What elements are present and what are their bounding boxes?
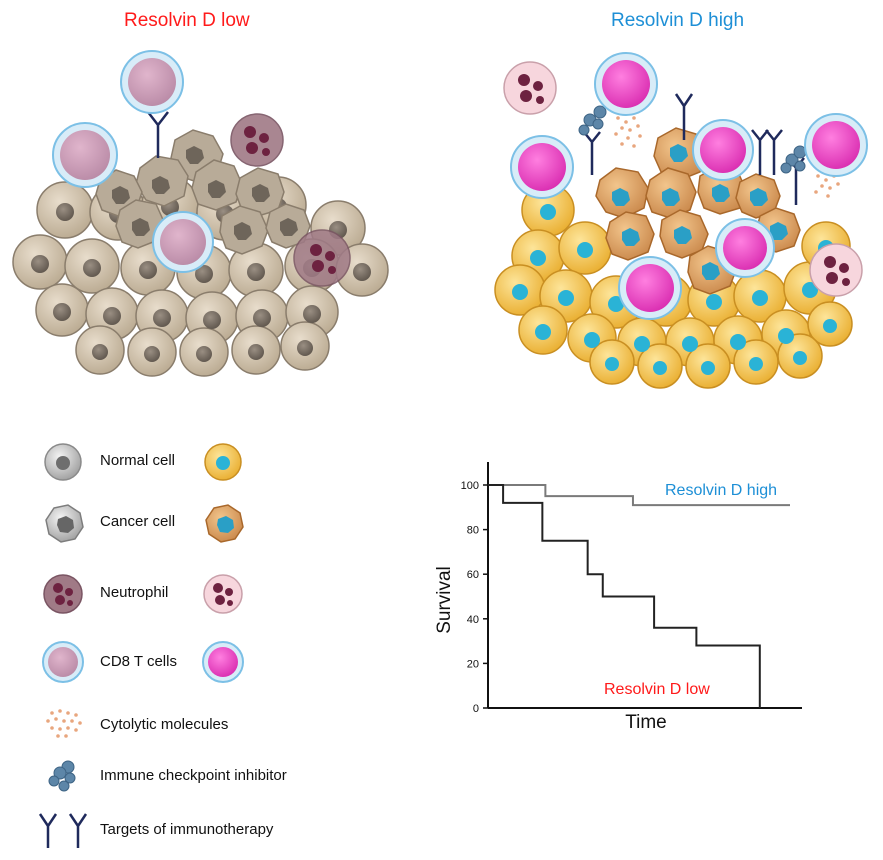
normal-cell-icon	[44, 443, 82, 481]
legend-label-cd8-t-cells: CD8 T cells	[100, 653, 177, 670]
legend-label-cytolytic-molecules: Cytolytic molecules	[100, 716, 229, 733]
cd8-t-cell-high	[510, 52, 868, 320]
y-tick-label: 0	[473, 703, 479, 715]
panel-title-resolvin-low: Resolvin D low	[124, 10, 250, 31]
y-tick-label: 20	[467, 658, 479, 670]
x-axis-label: Time	[625, 712, 667, 733]
tumor-cell-mass-low	[12, 129, 389, 377]
y-tick-label: 40	[467, 614, 479, 626]
normal-cell-mass-high	[494, 183, 853, 389]
checkpoint-inhibitors-high	[578, 105, 807, 174]
survival-chart: 0 20 40 60 80 100 Time Survival Resolvin D hi…	[434, 462, 802, 733]
survival-curve-resolvin-low	[488, 484, 761, 708]
y-axis-label: Survival	[434, 566, 455, 634]
neutrophil-icon	[43, 574, 83, 614]
immunotherapy-targets-high	[583, 93, 805, 205]
neutrophil-high-icon	[203, 574, 243, 614]
y-tick-labels: 0 20 40 60 80 100	[461, 480, 488, 715]
y-tick-label: 60	[467, 569, 479, 581]
neutrophil-high	[503, 61, 863, 297]
survival-curve-resolvin-high	[488, 484, 790, 507]
survival-curves	[488, 484, 790, 708]
series-label-resolvin-high: Resolvin D high	[665, 482, 777, 499]
legend-label-neutrophil: Neutrophil	[100, 584, 169, 601]
legend-label-immunotherapy-targets: Targets of immunotherapy	[100, 821, 274, 838]
legend-label-checkpoint-inhibitor: Immune checkpoint inhibitor	[100, 767, 287, 784]
normal-cell-high-icon	[204, 443, 242, 481]
y-tick-label: 100	[461, 480, 479, 492]
panel-title-resolvin-high: Resolvin D high	[611, 10, 745, 31]
cd8-t-cell-low	[52, 50, 214, 273]
cytolytic-molecules-high	[614, 116, 840, 198]
cancer-cell-high-icon	[205, 504, 244, 543]
immunotherapy-target-low	[147, 111, 169, 158]
resolvin-high-illustration	[494, 52, 868, 389]
cd8-t-cell-high-icon	[202, 641, 244, 683]
legend-label-cancer-cell: Cancer cell	[100, 513, 176, 530]
legend-label-normal-cell: Normal cell	[100, 452, 176, 469]
neutrophil-low	[230, 113, 351, 287]
series-label-resolvin-low: Resolvin D low	[604, 681, 710, 698]
resolvin-low-illustration	[12, 50, 389, 377]
cancer-cell-icon	[45, 504, 84, 543]
y-tick-label: 80	[467, 525, 479, 537]
immunotherapy-target-icon	[38, 813, 88, 848]
checkpoint-inhibitor-icon	[48, 760, 76, 792]
cytolytic-molecules-icon	[46, 709, 82, 738]
cd8-t-cell-icon	[42, 641, 84, 683]
